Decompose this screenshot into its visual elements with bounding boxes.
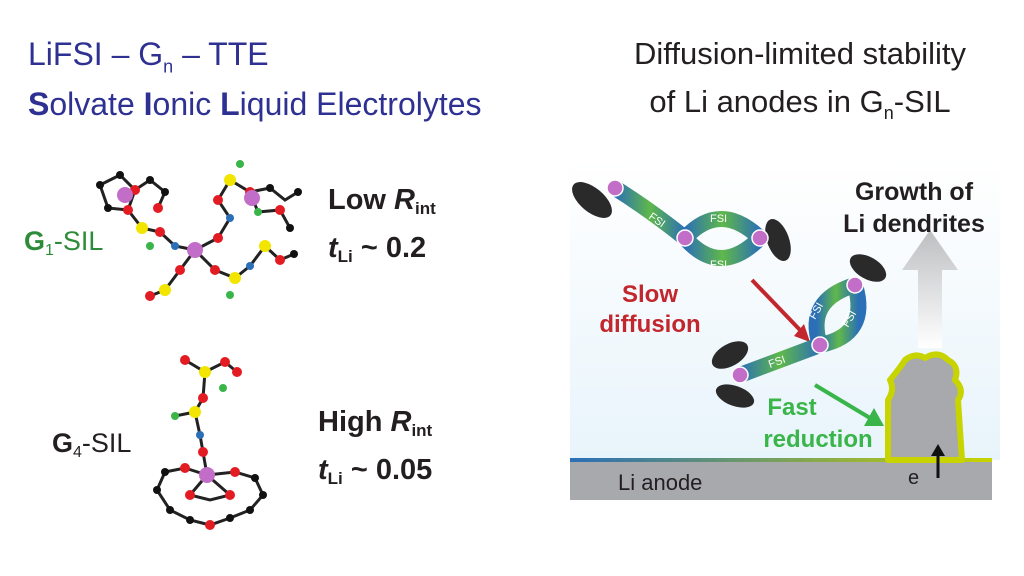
- slow-diffusion-label-line1: Slow: [622, 281, 678, 308]
- li-anode-block: [570, 460, 992, 500]
- right-title-line2: of Li anodes in Gn-SIL: [649, 84, 951, 124]
- svg-text:FSI: FSI: [710, 259, 727, 271]
- left-title-line1: LiFSI – Gn – TTE: [28, 36, 269, 77]
- g1-tli-label: tLi ~ 0.2: [328, 232, 427, 266]
- g4-tli-label: tLi ~ 0.05: [318, 454, 433, 488]
- slow-diffusion-label-line2: diffusion: [599, 311, 700, 338]
- g4-sil-label: G4-SIL: [52, 428, 132, 461]
- growth-arrow: [902, 230, 958, 348]
- right-title-line1: Diffusion-limited stability: [634, 36, 966, 71]
- li-dendrite: [885, 351, 965, 463]
- g4-rint-label: High Rint: [318, 406, 433, 440]
- growth-label-line2: Li dendrites: [843, 210, 985, 238]
- g1-sil-label: G1-SIL: [24, 226, 104, 259]
- svg-text:FSI: FSI: [710, 213, 727, 225]
- upper-fsi-cluster: FSI FSI FSI: [572, 179, 791, 271]
- li-anode-label: Li anode: [618, 470, 702, 495]
- slow-diffusion-arrow: [750, 278, 802, 332]
- fast-reduction-arrow: [813, 383, 872, 420]
- g1-molecule-diagram: [96, 160, 302, 301]
- fast-reduction-label-line2: reduction: [763, 426, 872, 453]
- electron-label: e: [908, 467, 919, 489]
- g1-rint-label: Low Rint: [328, 184, 436, 218]
- lower-fsi-cluster: FSI FSI FSI: [711, 254, 887, 408]
- left-title-line2: Solvate Ionic Liquid Electrolytes: [28, 86, 482, 122]
- fast-reduction-label-line1: Fast: [767, 394, 816, 421]
- growth-label-line1: Growth of: [855, 178, 974, 206]
- g4-molecule-diagram: [153, 355, 267, 530]
- anode-schematic: FSI FSI FSI FSI FSI FSI Growth of Li den…: [570, 160, 1000, 500]
- svg-text:FSI: FSI: [767, 354, 787, 371]
